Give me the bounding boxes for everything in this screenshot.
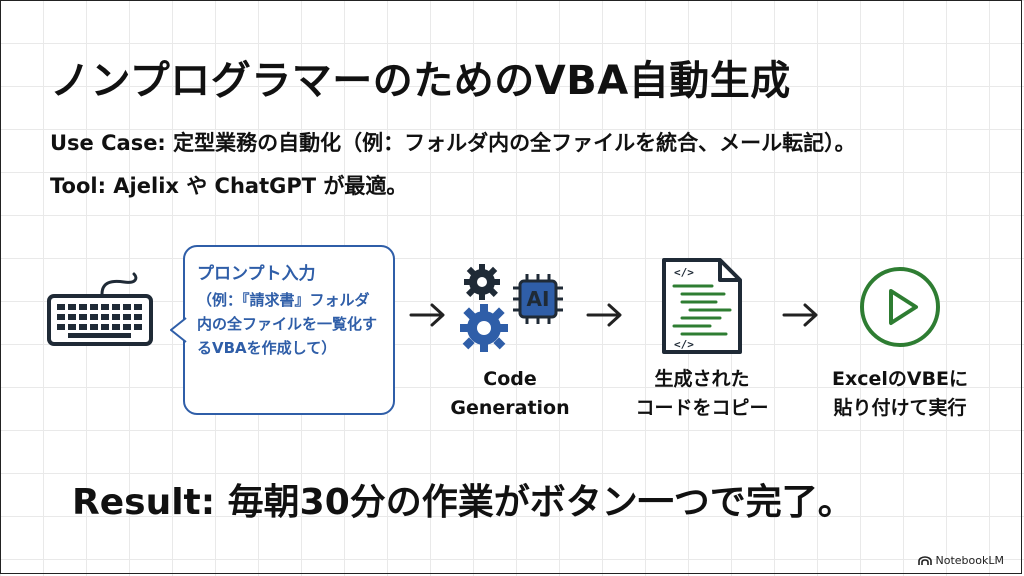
result-text: Result: 毎朝30分の作業がボタン一つで完了。 (72, 482, 854, 523)
bubble-tail (170, 317, 187, 343)
use-case-text: Use Case: 定型業務の自動化（例：フォルダ内の全ファイルを統合、メール転… (50, 131, 856, 155)
paste-run-label: ExcelのVBEに 貼り付けて実行 (820, 365, 980, 423)
arrow-right-icon (586, 303, 622, 327)
code-document-icon: </> </> (662, 258, 742, 354)
notebooklm-logo-icon (917, 555, 932, 565)
paste-run-line1: ExcelのVBEに (831, 368, 969, 390)
copy-code-label: 生成された コードをコピー (622, 365, 782, 423)
brand-footer: NotebookLM (917, 554, 1004, 567)
ai-chip-icon: AI (511, 272, 565, 326)
copy-code-line2: コードをコピー (635, 397, 769, 419)
code-generation-line2: Generation (450, 397, 570, 419)
code-generation-line1: Code (483, 368, 537, 390)
prompt-title: プロンプト入力 (197, 264, 316, 284)
svg-text:</>: </> (674, 338, 694, 351)
code-generation-label: Code Generation (440, 365, 580, 423)
prompt-bubble: プロンプト入力 （例：『請求書』フォルダ内の全ファイルを一覧化するVBAを作成し… (170, 245, 395, 415)
ai-chip-label: AI (526, 287, 550, 311)
slide-title: ノンプログラマーのためのVBA自動生成 (50, 58, 791, 104)
arrow-right-icon (409, 303, 445, 327)
svg-text:</>: </> (674, 266, 694, 279)
paste-run-line2: 貼り付けて実行 (833, 397, 967, 419)
copy-code-line1: 生成された (654, 368, 750, 390)
tool-text: Tool: Ajelix や ChatGPT が最適。 (50, 174, 408, 198)
prompt-example: （例：『請求書』フォルダ内の全ファイルを一覧化するVBAを作成して） (197, 291, 378, 357)
play-icon (860, 267, 940, 347)
keyboard-icon (47, 272, 153, 346)
gears-icon (460, 264, 508, 352)
arrow-right-icon (782, 303, 818, 327)
brand-label: NotebookLM (935, 554, 1004, 567)
